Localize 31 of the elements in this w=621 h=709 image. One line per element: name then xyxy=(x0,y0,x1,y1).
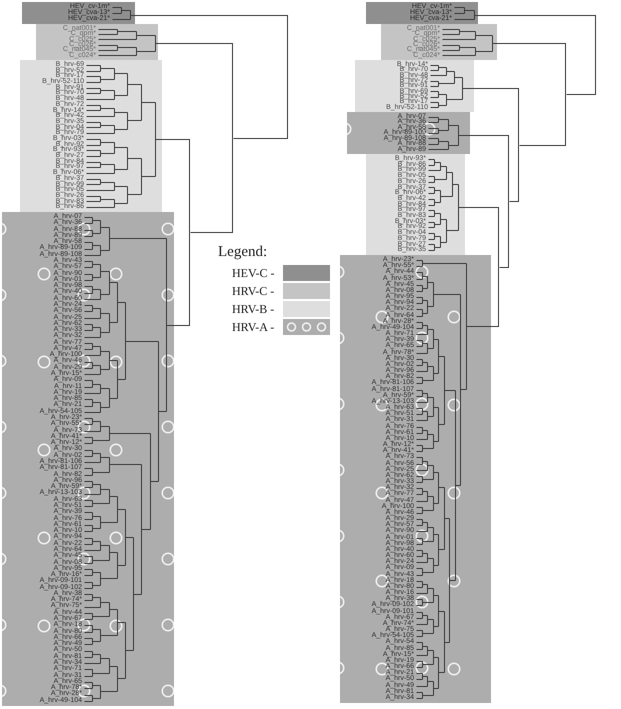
legend-label: HRV-A - xyxy=(232,320,274,334)
legend-label: HRV-B - xyxy=(232,302,274,316)
branch-line xyxy=(233,138,288,139)
branch-line xyxy=(135,15,288,16)
legend-label: HRV-C - xyxy=(232,284,274,298)
branch-line xyxy=(478,15,596,16)
branch-line xyxy=(190,232,232,233)
clade-band xyxy=(2,212,174,706)
branch-line xyxy=(158,43,232,44)
branch-line xyxy=(509,201,518,202)
clade-band xyxy=(366,2,478,24)
clade-band xyxy=(355,60,474,112)
clade-band xyxy=(20,60,162,212)
branch-line xyxy=(499,267,508,268)
clade-band xyxy=(381,24,497,60)
branch-line xyxy=(162,139,190,140)
branch-line xyxy=(566,94,596,95)
branch-line xyxy=(174,325,190,326)
branch-line xyxy=(497,43,566,44)
branch-line xyxy=(470,135,508,136)
branch-line xyxy=(519,145,566,146)
legend-label: HEV-C - xyxy=(232,266,275,280)
clade-band xyxy=(340,255,491,703)
clade-band xyxy=(366,154,465,255)
branch-line xyxy=(491,326,498,327)
branch-line xyxy=(474,88,518,89)
clade-band xyxy=(347,112,470,154)
clade-band xyxy=(36,24,158,60)
branch-line xyxy=(465,207,498,208)
clade-band xyxy=(22,2,135,24)
legend-title: Legend: xyxy=(218,244,268,260)
